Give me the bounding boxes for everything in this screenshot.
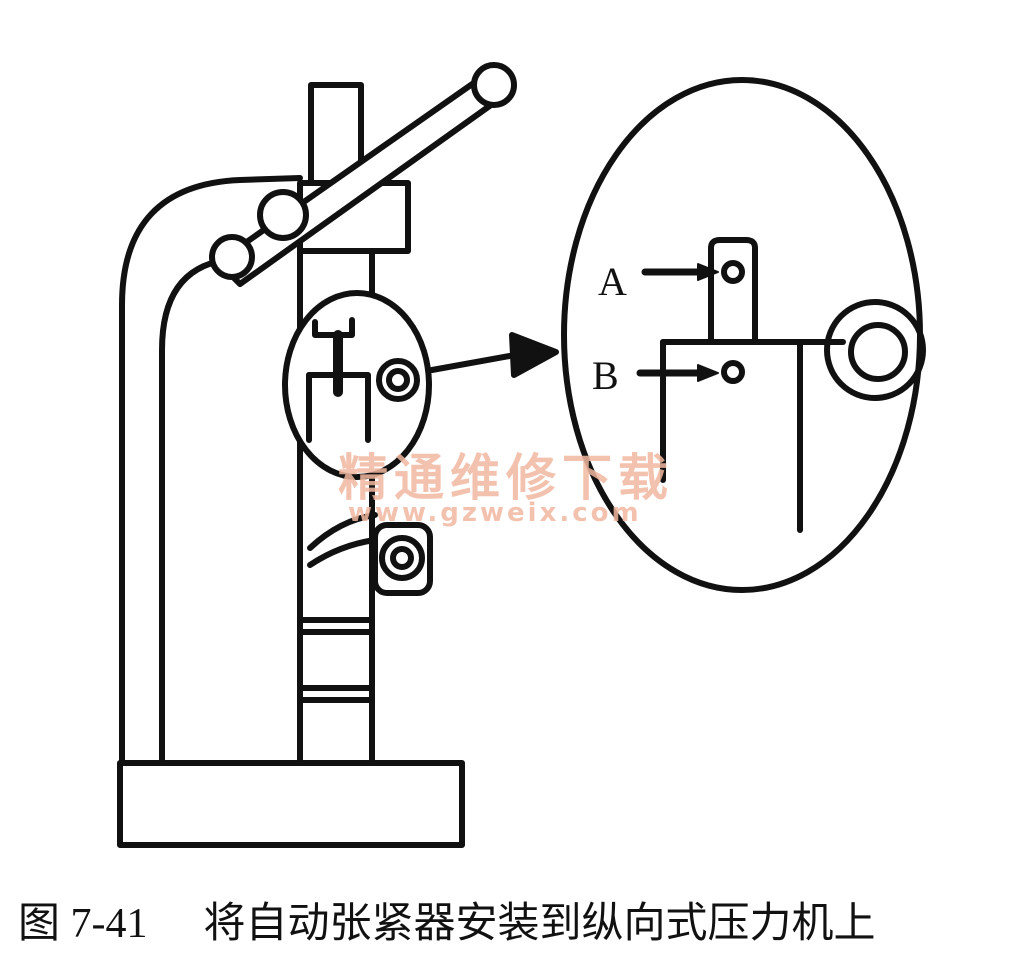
handle-knob <box>471 62 517 108</box>
zoom-arrow-line <box>429 352 518 373</box>
label-b: B <box>592 353 619 398</box>
arrow-a-head <box>697 263 719 281</box>
press-diagram <box>117 62 926 848</box>
hole-a <box>721 260 745 284</box>
caption-text: 将自动张紧器安装到纵向式压力机上 <box>203 898 876 947</box>
zoom-arrow-head <box>509 332 559 378</box>
press-base <box>117 760 465 848</box>
detail-roller-inner <box>848 322 908 382</box>
watermark-url: www.gzweix.com <box>348 498 642 528</box>
pivot-large <box>257 189 309 241</box>
hole-b <box>721 360 745 384</box>
pivot-small <box>209 234 255 280</box>
zoom-circle-small <box>282 290 432 480</box>
detail-tab <box>708 237 758 345</box>
press-frame-inner <box>159 257 228 766</box>
label-a: A <box>598 259 627 304</box>
detail-roller-outer <box>824 299 926 401</box>
press-frame-outer <box>119 175 303 766</box>
watermark-site-name: 精通维修下载 <box>338 449 674 507</box>
arrow-b-head <box>697 364 719 382</box>
figure-number: 图 7-41 <box>18 901 148 947</box>
figure-caption: 图 7-41 将自动张紧器安装到纵向式压力机上 <box>18 898 1028 947</box>
